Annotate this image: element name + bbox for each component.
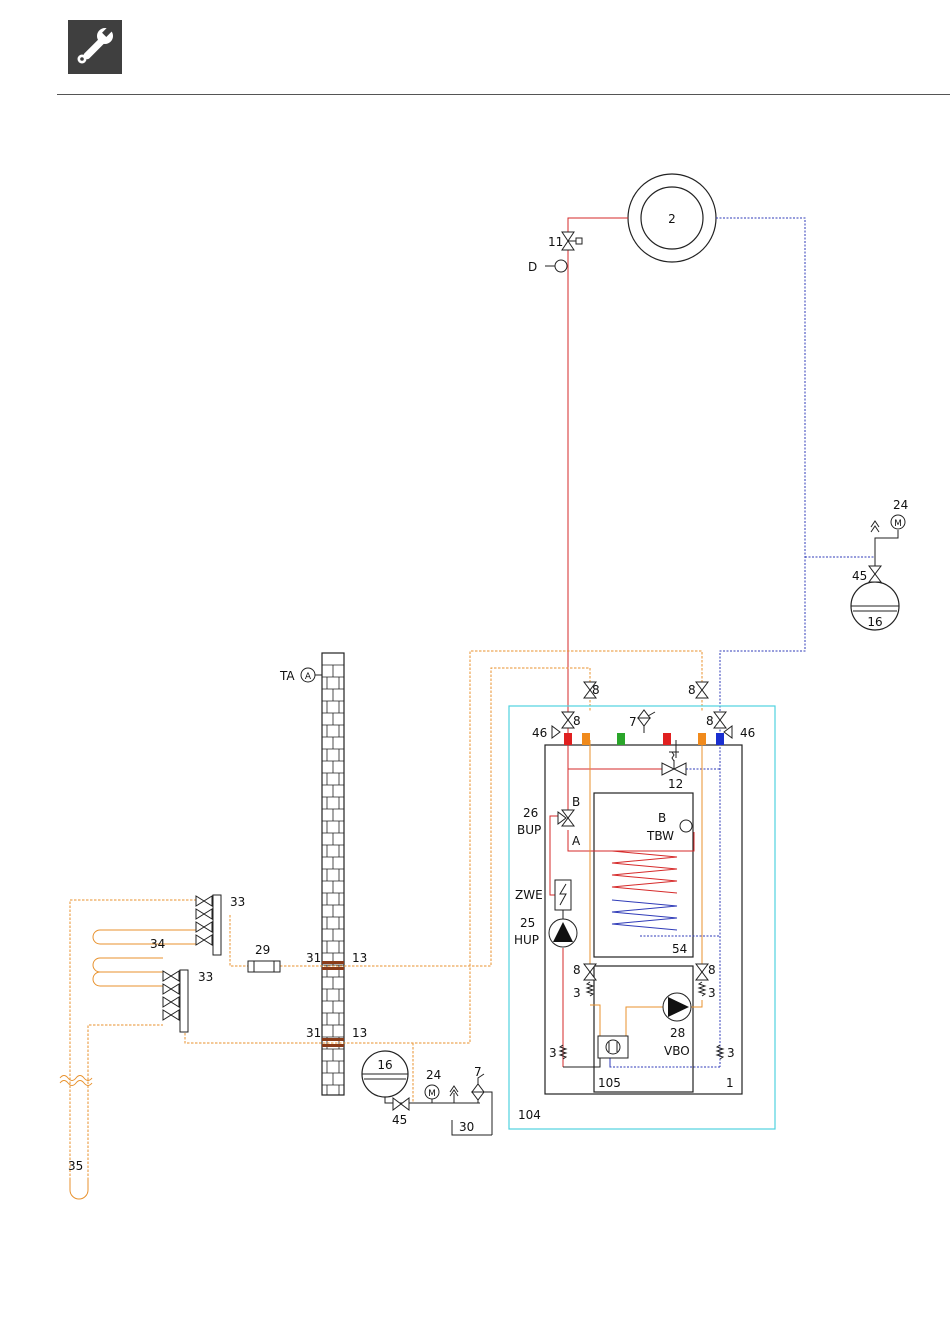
motor-m-right: M xyxy=(894,519,902,529)
ta-label: TA xyxy=(279,669,295,683)
tank-54-label: 54 xyxy=(672,942,687,956)
port-a-label: A xyxy=(572,834,581,848)
wall xyxy=(322,653,344,1095)
return-line xyxy=(716,218,875,712)
valve-8-a-label: 8 xyxy=(573,714,581,728)
bup-label: BUP xyxy=(517,823,541,837)
valve-8-e-label: 8 xyxy=(573,963,581,977)
hose-3-a-label: 3 xyxy=(573,986,581,1000)
zwe-label: ZWE xyxy=(515,888,543,902)
brine-probe xyxy=(60,1076,92,1200)
valve-45-left-label: 45 xyxy=(392,1113,407,1127)
valve-26-bup[interactable]: B A 26 BUP xyxy=(517,795,581,848)
loop-34-label: 34 xyxy=(150,937,165,951)
tbw-label: TBW xyxy=(646,829,674,843)
motor-m-left: M xyxy=(428,1089,436,1099)
probe-35-label: 35 xyxy=(68,1159,83,1173)
vbo-label: VBO xyxy=(664,1044,690,1058)
manifold-33-bottom[interactable]: 33 xyxy=(163,970,213,1032)
connection-ports xyxy=(564,733,724,745)
valves-top[interactable]: 46 8 8 8 8 46 7 xyxy=(532,682,755,740)
valve-8-b-label: 8 xyxy=(592,683,600,697)
gauge-24-right-label: 24 xyxy=(893,498,908,512)
pump-28-label: 28 xyxy=(670,1026,685,1040)
sensor-d: D xyxy=(528,260,567,274)
unit-105-label: 105 xyxy=(598,1076,621,1090)
sensor-b-label: B xyxy=(658,811,666,825)
valve-12-label: 12 xyxy=(668,777,683,791)
wall-13-bottom-label: 13 xyxy=(352,1026,367,1040)
drain-30-label: 30 xyxy=(459,1120,474,1134)
manifold-33-top[interactable]: 33 xyxy=(196,895,245,955)
pump-25-label: 25 xyxy=(520,916,535,930)
hose-3-b-label: 3 xyxy=(708,986,716,1000)
cabinet-104-label: 104 xyxy=(518,1108,541,1122)
tank-54 xyxy=(594,793,693,957)
zwe-heater: ZWE xyxy=(515,880,571,920)
hose-3-c-label: 3 xyxy=(549,1046,557,1060)
valve-46-right-label: 46 xyxy=(740,726,755,740)
valve-12[interactable]: 12 xyxy=(662,752,686,791)
unit-1-label: 1 xyxy=(726,1076,734,1090)
sensor-d-label: D xyxy=(528,260,537,274)
ta-symbol: A xyxy=(305,672,312,682)
valve-46-left-label: 46 xyxy=(532,726,547,740)
filter-29: 29 xyxy=(248,943,280,972)
valve-7-top-label: 7 xyxy=(629,715,637,729)
filter-29-label: 29 xyxy=(255,943,270,957)
compressor-icon xyxy=(598,1036,628,1058)
valve-11[interactable]: 11 xyxy=(548,232,582,250)
vessel-16-right-label: 16 xyxy=(867,615,882,629)
valve-26-label: 26 xyxy=(523,806,538,820)
wall-31-top-label: 31 xyxy=(306,951,321,965)
expansion-vessel-left: 16 45 M 24 7 30 xyxy=(362,1051,492,1135)
expansion-vessel-right: 16 45 M 24 xyxy=(851,498,908,630)
wall-13-top-label: 13 xyxy=(352,951,367,965)
valve-8-c-label: 8 xyxy=(688,683,696,697)
radiator-label: 2 xyxy=(668,212,676,226)
ta-sensor: TA A xyxy=(279,668,322,683)
gauge-24-left-label: 24 xyxy=(426,1068,441,1082)
valve-7-left-label: 7 xyxy=(474,1065,482,1079)
flow-line xyxy=(568,218,628,712)
valve-45-right-label: 45 xyxy=(852,569,867,583)
valve-8-f-label: 8 xyxy=(708,963,716,977)
manifold-33-top-label: 33 xyxy=(230,895,245,909)
hose-3-d-label: 3 xyxy=(727,1046,735,1060)
valve-11-label: 11 xyxy=(548,235,563,249)
port-b-label: B xyxy=(572,795,580,809)
wall-31-bottom-label: 31 xyxy=(306,1026,321,1040)
vessel-16-left-label: 16 xyxy=(377,1058,392,1072)
radiator: 2 xyxy=(628,174,716,262)
valve-8-d-label: 8 xyxy=(706,714,714,728)
manifold-33-bottom-label: 33 xyxy=(198,970,213,984)
hup-label: HUP xyxy=(514,933,539,947)
